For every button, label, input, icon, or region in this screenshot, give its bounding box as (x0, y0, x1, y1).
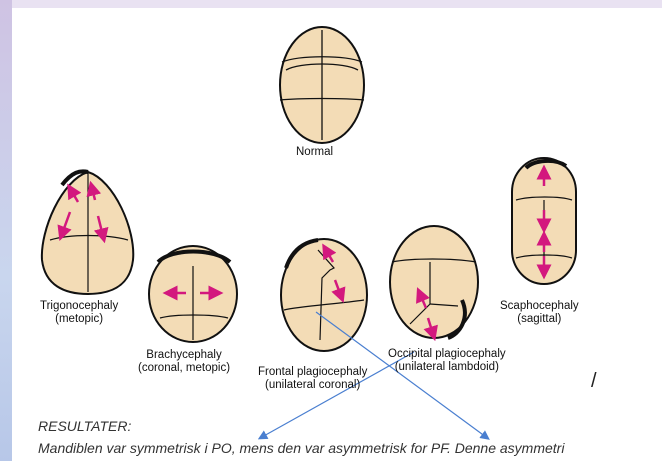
label-frontal-subtitle: (unilateral coronal) (258, 379, 367, 392)
label-scaphocephaly: Scaphocephaly (sagittal) (500, 300, 579, 326)
label-trigonocephaly: Trigonocephaly (metopic) (40, 300, 118, 326)
label-brachycephaly-subtitle: (coronal, metopic) (138, 362, 230, 375)
skull-scaphocephaly (512, 158, 576, 284)
label-brachycephaly: Brachycephaly (coronal, metopic) (138, 349, 230, 375)
label-trigonocephaly-title: Trigonocephaly (40, 300, 118, 313)
results-body: Mandiblen var symmetrisk i PO, mens den … (38, 440, 662, 456)
label-occipital-subtitle: (unilateral lambdoid) (388, 361, 506, 374)
label-scaphocephaly-title: Scaphocephaly (500, 300, 579, 313)
annotation-slash: / (591, 370, 597, 393)
results-title: RESULTATER: (38, 418, 131, 434)
label-frontal-title: Frontal plagiocephaly (258, 366, 367, 379)
label-scaphocephaly-subtitle: (sagittal) (500, 313, 579, 326)
label-frontal-plagiocephaly: Frontal plagiocephaly (unilateral corona… (258, 366, 367, 392)
skull-trigonocephaly (42, 171, 133, 294)
label-normal-text: Normal (296, 146, 333, 159)
skull-occipital-plagiocephaly (390, 226, 478, 338)
label-normal: Normal (296, 146, 333, 159)
skull-normal (280, 27, 364, 143)
skull-brachycephaly (149, 246, 237, 342)
label-trigonocephaly-subtitle: (metopic) (40, 313, 118, 326)
label-brachycephaly-title: Brachycephaly (138, 349, 230, 362)
skull-frontal-plagiocephaly (281, 239, 367, 351)
label-occipital-plagiocephaly: Occipital plagiocephaly (unilateral lamb… (388, 348, 506, 374)
label-occipital-title: Occipital plagiocephaly (388, 348, 506, 361)
